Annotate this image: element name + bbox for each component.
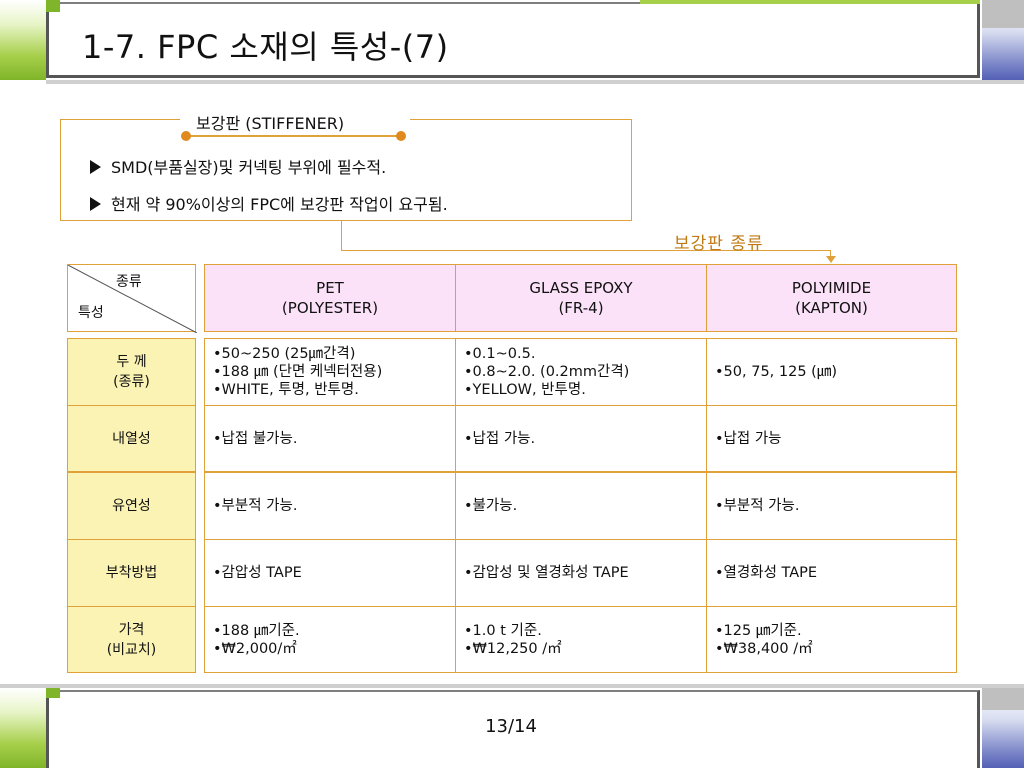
row-header-line1: 가격 <box>118 621 145 638</box>
table-cell-heat-polyimide: •납접 가능 <box>706 405 957 472</box>
table-cell-flex-glass-epoxy: •불가능. <box>455 472 707 540</box>
cell-line: •0.1~0.5. <box>464 346 536 362</box>
row-header-line1: 두 께 <box>116 354 147 370</box>
column-header-glass-epoxy: GLASS EPOXY (FR-4) <box>455 264 707 332</box>
column-header-line1: POLYIMIDE <box>791 279 872 297</box>
header-frame <box>46 4 980 78</box>
column-header-pet: PET (POLYESTER) <box>204 264 456 332</box>
cell-line: •감압성 및 열경화성 TAPE <box>464 565 629 581</box>
connector-line-vertical <box>341 221 342 250</box>
row-header-line2: (종류) <box>113 374 150 390</box>
stiffener-kinds-label: 보강판 종류 <box>674 234 764 254</box>
row-header-line1: 내열성 <box>112 430 151 447</box>
cell-line: •불가능. <box>464 498 518 514</box>
cell-line: •납접 가능 <box>715 430 782 447</box>
row-header-line2: (비교치) <box>106 641 157 658</box>
row-header-thickness: 두 께 (종류) <box>67 338 196 406</box>
table-cell-thickness-glass-epoxy: •0.1~0.5. •0.8~2.0. (0.2mm간격) •YELLOW, 반… <box>455 338 707 406</box>
column-header-line1: PET <box>316 279 344 297</box>
table-cell-flex-polyimide: •부분적 가능. <box>706 472 957 540</box>
bullet-text: SMD(부품실장)및 커넥팅 부위에 필수적. <box>111 158 387 177</box>
cell-line: •188 ㎛ (단면 케넥터전용) <box>213 364 383 380</box>
table-cell-heat-glass-epoxy: •납접 가능. <box>455 405 707 472</box>
cell-line: •WHITE, 투명, 반투명. <box>213 382 359 398</box>
table-cell-price-polyimide: •125 ㎛기준. •₩38,400 /㎡ <box>706 606 957 673</box>
cell-line: •₩2,000/㎡ <box>213 640 297 657</box>
cell-line: •납접 가능. <box>464 430 536 447</box>
table-cell-thickness-polyimide: •50, 75, 125 (㎛) <box>706 338 957 406</box>
footer-frame <box>46 690 980 768</box>
cell-line: •열경화성 TAPE <box>715 565 818 581</box>
table-cell-attach-glass-epoxy: •감압성 및 열경화성 TAPE <box>455 539 707 607</box>
row-header-price: 가격 (비교치) <box>67 606 196 673</box>
cell-line: •납접 불가능. <box>213 430 298 447</box>
cell-line: •188 ㎛기준. <box>213 622 300 639</box>
table-cell-price-pet: •188 ㎛기준. •₩2,000/㎡ <box>204 606 456 673</box>
header-green-corner <box>46 0 60 12</box>
row-header-flexibility: 유연성 <box>67 472 196 540</box>
cell-line: •₩12,250 /㎡ <box>464 640 562 657</box>
header-shadow <box>46 80 1024 84</box>
arrow-down-icon <box>826 256 836 263</box>
cell-line: •YELLOW, 반투명. <box>464 382 586 398</box>
stiffener-title-backdrop <box>180 108 410 134</box>
corner-label-property: 특성 <box>78 305 104 321</box>
table-cell-heat-pet: •납접 불가능. <box>204 405 456 472</box>
cell-line: •0.8~2.0. (0.2mm간격) <box>464 364 630 380</box>
stiffener-title: 보강판 (STIFFENER) <box>196 114 345 133</box>
cell-line: •감압성 TAPE <box>213 565 302 581</box>
table-cell-flex-pet: •부분적 가능. <box>204 472 456 540</box>
cell-line: •125 ㎛기준. <box>715 622 802 639</box>
column-header-line2: (POLYESTER) <box>281 299 379 317</box>
column-header-line2: (FR-4) <box>558 299 604 317</box>
table-cell-price-glass-epoxy: •1.0 t 기준. •₩12,250 /㎡ <box>455 606 707 673</box>
row-header-attach-method: 부착방법 <box>67 539 196 607</box>
cell-line: •부분적 가능. <box>213 498 298 514</box>
slide-title: 1-7. FPC 소재의 특성-(7) <box>82 28 449 66</box>
cell-line: •50~250 (25㎛간격) <box>213 346 356 362</box>
stiffener-dot-right <box>396 131 406 141</box>
page-number: 13/14 <box>485 716 537 737</box>
column-header-line1: GLASS EPOXY <box>529 279 633 297</box>
cell-line: •50, 75, 125 (㎛) <box>715 364 837 380</box>
table-cell-thickness-pet: •50~250 (25㎛간격) •188 ㎛ (단면 케넥터전용) •WHITE… <box>204 338 456 406</box>
footer-shadow <box>0 684 1024 688</box>
row-header-line1: 유연성 <box>112 498 151 514</box>
connector-line-drop <box>830 250 831 258</box>
table-cell-attach-polyimide: •열경화성 TAPE <box>706 539 957 607</box>
header-gray-block <box>982 0 1024 28</box>
stiffener-bullet-2: 현재 약 90%이상의 FPC에 보강판 작업이 요구됨. <box>90 191 448 215</box>
cell-line: •₩38,400 /㎡ <box>715 640 813 657</box>
stiffener-dot-left <box>181 131 191 141</box>
footer-gray-block <box>982 688 1024 710</box>
triangle-bullet-icon <box>90 197 101 211</box>
header-green-strip <box>640 0 980 4</box>
header-green-gradient <box>0 0 46 80</box>
column-header-polyimide: POLYIMIDE (KAPTON) <box>706 264 957 332</box>
table-corner-cell: 종류 특성 <box>67 264 197 333</box>
connector-line-horizontal <box>341 250 831 251</box>
footer-green-gradient <box>0 688 46 768</box>
cell-line: •부분적 가능. <box>715 498 800 514</box>
diagonal-divider <box>68 265 197 333</box>
column-header-line2: (KAPTON) <box>795 299 868 317</box>
footer-green-corner <box>46 688 60 698</box>
row-header-line1: 부착방법 <box>105 565 158 581</box>
header-top-line <box>46 2 980 4</box>
stiffener-underline <box>186 135 402 137</box>
corner-label-kind: 종류 <box>116 274 142 290</box>
cell-line: •1.0 t 기준. <box>464 622 542 639</box>
table-cell-attach-pet: •감압성 TAPE <box>204 539 456 607</box>
row-header-heat-resistance: 내열성 <box>67 405 196 472</box>
stiffener-bullet-1: SMD(부품실장)및 커넥팅 부위에 필수적. <box>90 154 386 178</box>
bullet-text: 현재 약 90%이상의 FPC에 보강판 작업이 요구됨. <box>111 195 448 214</box>
triangle-bullet-icon <box>90 160 101 174</box>
